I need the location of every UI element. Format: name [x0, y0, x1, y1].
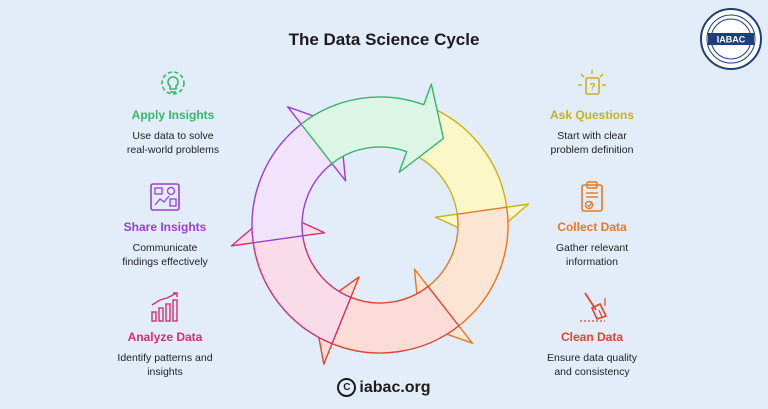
- step-description-line-1: Use data to solve: [132, 130, 214, 142]
- step-description-line-2: problem definition: [550, 144, 634, 156]
- page-title: The Data Science Cycle: [288, 30, 480, 49]
- arrow-analyze: [230, 208, 352, 345]
- step-label: Analyze Data: [127, 330, 203, 344]
- step-description-line-2: and consistency: [554, 366, 630, 378]
- question-icon: ?: [578, 70, 606, 95]
- step-description-line-1: Gather relevant: [555, 242, 629, 254]
- lightbulb-gear-icon: [161, 71, 185, 95]
- step-description-line-2: findings effectively: [122, 256, 208, 268]
- step-label: Apply Insights: [131, 108, 215, 122]
- step-description-line-1: Identify patterns and: [117, 352, 213, 364]
- step-apply-insights: Apply Insights Use data to solve real-wo…: [98, 68, 248, 157]
- step-collect-data: Collect Data Gather relevant information: [517, 180, 667, 269]
- step-share-insights: Share Insights Communicate findings effe…: [90, 180, 240, 269]
- bar-chart-icon: [151, 292, 178, 322]
- step-label: Collect Data: [557, 220, 627, 234]
- step-label: Clean Data: [560, 330, 624, 344]
- svg-text:?: ?: [589, 82, 595, 93]
- step-ask-questions: ? Ask Questions Start with clear problem…: [517, 68, 667, 157]
- step-description-line-2: insights: [147, 366, 183, 378]
- dashboard-icon: [150, 183, 180, 211]
- step-clean-data: Clean Data Ensure data quality and consi…: [517, 290, 667, 379]
- footer-site: iabac.org: [359, 379, 431, 396]
- step-description-line-2: real-world problems: [126, 144, 220, 156]
- step-description-line-1: Start with clear: [557, 130, 627, 142]
- step-description-line-1: Communicate: [132, 242, 198, 254]
- iabac-logo: IABAC: [700, 8, 762, 70]
- arrow-apply: [300, 83, 445, 174]
- cycle-diagram: [230, 83, 530, 365]
- step-analyze-data: Analyze Data Identify patterns and insig…: [90, 290, 240, 379]
- step-label: Share Insights: [123, 220, 207, 234]
- copyright-icon: C: [337, 378, 357, 397]
- clipboard-icon: [581, 181, 603, 212]
- step-description-line-1: Ensure data quality: [547, 352, 637, 364]
- step-label: Ask Questions: [549, 108, 635, 122]
- step-description-line-2: information: [566, 256, 618, 268]
- broom-icon: [580, 292, 608, 322]
- svg-text:IABAC: IABAC: [717, 35, 746, 45]
